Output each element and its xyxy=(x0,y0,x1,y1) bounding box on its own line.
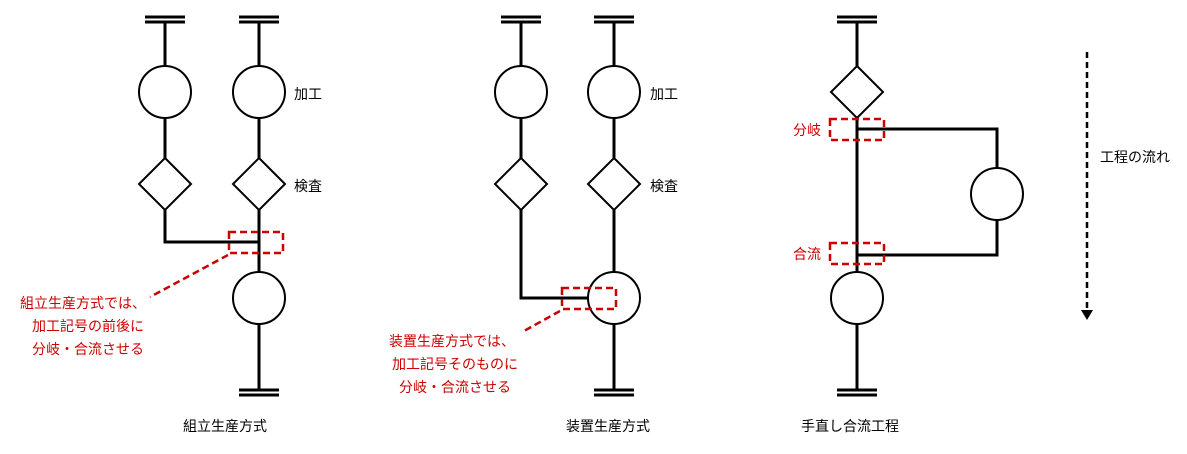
label-flow: 工程の流れ xyxy=(1100,150,1170,166)
caption: 手直し合流工程 xyxy=(801,418,899,435)
flow-arrow: 工程の流れ xyxy=(1081,52,1170,320)
label-inspection: 検査 xyxy=(650,179,678,195)
process-circle xyxy=(138,65,192,119)
note-line: 組立生産方式では、 xyxy=(20,296,146,312)
inspection-diamond xyxy=(231,156,287,212)
merge-highlight xyxy=(828,241,886,266)
highlight-box xyxy=(560,286,618,311)
label-merge: 合流 xyxy=(793,247,821,263)
label-branch: 分岐 xyxy=(793,123,821,139)
equipment-diagram: 加工 検査 装置生産方式では、 加工記号そのものに 分岐・合流させる 装置生産方… xyxy=(389,15,678,435)
note-line: 加工記号そのものに xyxy=(392,356,518,373)
note-line: 分岐・合流させる xyxy=(32,342,144,358)
caption: 装置生産方式 xyxy=(566,419,650,435)
inspection-diamond xyxy=(137,156,193,212)
callout-line xyxy=(149,253,229,299)
arrow-down-icon xyxy=(1081,310,1093,320)
callout-line xyxy=(523,309,561,333)
caption: 組立生産方式 xyxy=(183,419,267,435)
note-line: 加工記号の前後に xyxy=(32,318,144,335)
assembly-diagram: 加工 検査 組立生産方式では、 加工記号の前後に 分岐・合流させる 組立生産方式 xyxy=(20,15,322,435)
note-line: 装置生産方式では、 xyxy=(389,334,515,350)
assembly-circle xyxy=(232,271,286,325)
label-inspection: 検査 xyxy=(294,179,322,195)
highlight-box xyxy=(227,230,285,255)
rework-diagram: 分岐 合流 手直し合流工程 xyxy=(793,15,1024,435)
branch-highlight xyxy=(828,117,886,142)
note-line: 分岐・合流させる xyxy=(399,380,511,396)
label-process: 加工 xyxy=(650,87,678,103)
label-process: 加工 xyxy=(294,87,322,103)
process-circle xyxy=(232,65,286,119)
